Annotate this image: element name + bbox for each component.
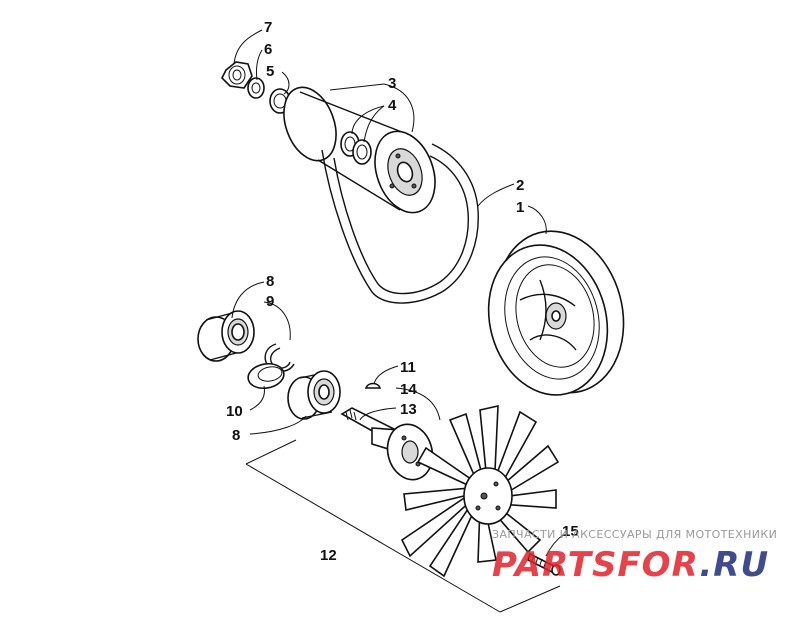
callout-11: 11 — [400, 359, 416, 376]
callout-6: 6 — [264, 41, 272, 58]
callout-labels: 7 6 5 3 4 2 1 8 9 11 14 13 10 8 12 15 — [226, 19, 579, 564]
hex-nut-part — [221, 61, 253, 89]
callout-9: 9 — [266, 293, 274, 310]
lock-washer-part — [247, 77, 265, 99]
callout-10: 10 — [226, 403, 243, 420]
drive-belt-part — [321, 143, 479, 304]
callout-5: 5 — [266, 63, 274, 80]
callout-7: 7 — [264, 19, 272, 36]
callout-12: 12 — [320, 547, 337, 564]
fan-hub-part — [386, 423, 434, 481]
callout-3: 3 — [388, 75, 396, 92]
driven-pulley-part — [487, 230, 625, 396]
assembly-12-bracket — [245, 439, 561, 613]
watermark-logo: PARTSFOR.RU — [492, 545, 769, 585]
watermark-caption: ЗАПЧАСТИ И АКСЕССУАРЫ ДЛЯ МОТОТЕХНИКИ — [492, 528, 777, 541]
callout-14: 14 — [400, 381, 417, 398]
watermark-domain: .RU — [699, 545, 769, 585]
callout-15: 15 — [562, 523, 579, 540]
screw-part — [527, 552, 561, 576]
leader-lines — [231, 29, 565, 557]
callout-13: 13 — [400, 401, 417, 418]
callout-4: 4 — [388, 97, 397, 114]
callout-8-lower: 8 — [232, 427, 240, 444]
bearing-upper-part — [197, 310, 255, 362]
callout-1: 1 — [516, 199, 524, 216]
callout-8-upper: 8 — [266, 273, 274, 290]
callout-2: 2 — [516, 177, 524, 194]
fan-blade-assembly — [400, 404, 560, 578]
retaining-ring-part — [247, 362, 285, 390]
watermark-brand: PARTSFOR — [492, 545, 699, 585]
woodruff-key-part — [364, 382, 382, 389]
pulley-spacers-part — [340, 131, 372, 165]
bearing-lower-part — [287, 370, 341, 420]
site-watermark: ЗАПЧАСТИ И АКСЕССУАРЫ ДЛЯ МОТОТЕХНИКИ PA… — [492, 528, 777, 585]
